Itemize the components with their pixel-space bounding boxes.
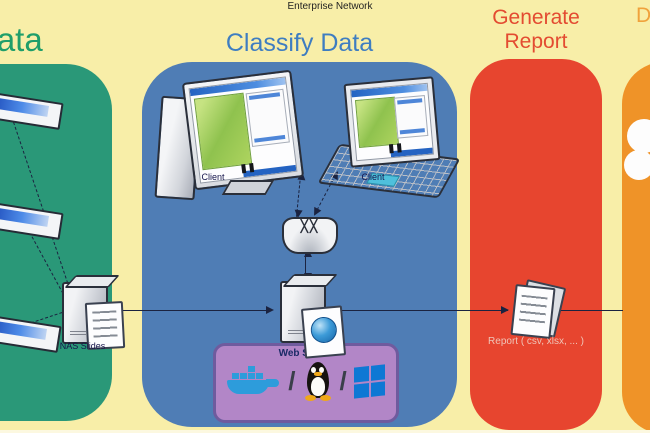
docker-icon	[227, 363, 281, 399]
report-formats-label: Report ( csv, xlsx, ... )	[488, 336, 584, 347]
globe-icon	[309, 315, 338, 345]
arrowhead-into-webserver	[266, 306, 278, 314]
router-arrows-glyph: ╳╳	[300, 219, 320, 233]
laptop-screen-icon	[343, 76, 441, 168]
person-icon	[627, 119, 650, 153]
nas-slides-label: NAS Slides	[59, 341, 106, 351]
linux-tux-icon	[303, 361, 333, 401]
report-to-display-link	[545, 310, 623, 311]
panel-display	[622, 62, 650, 433]
display-title: D	[636, 4, 650, 27]
windows-icon	[353, 363, 385, 399]
globe-card-icon	[300, 305, 347, 359]
nas-to-webserver-link	[96, 310, 272, 311]
classification-screen	[188, 76, 298, 184]
monitor-stand-icon	[221, 180, 275, 195]
report-document-icon	[510, 284, 556, 339]
webserver-to-report-link	[300, 310, 508, 311]
router-icon: ╳╳	[282, 217, 338, 254]
arrowhead-into-report	[501, 306, 513, 314]
enterprise-network-label: Enterprise Network	[287, 1, 373, 12]
person-icon	[624, 150, 650, 180]
classify-data-title: Classify Data	[225, 29, 374, 57]
panel-generate-report	[470, 59, 602, 430]
bottom-strip	[0, 430, 650, 433]
generate-report-title: Generate Report	[492, 6, 580, 53]
slash-separator: /	[339, 365, 347, 396]
slash-separator: /	[288, 365, 296, 396]
load-data-title: Data	[0, 21, 43, 58]
desktop-client-label: Client	[201, 172, 225, 182]
laptop-client-label: Client	[361, 172, 385, 182]
classification-screen	[350, 82, 434, 162]
